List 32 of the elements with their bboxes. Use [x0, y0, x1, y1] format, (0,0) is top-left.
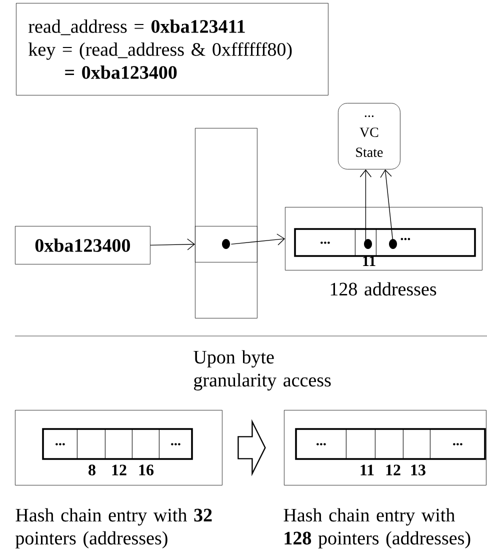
- arrow: [150, 238, 195, 250]
- pointer-cell: ...: [296, 429, 346, 460]
- pointer-cell: [105, 429, 132, 460]
- formula-box: read_address = 0xba123411 key = (read_address & 0xffffff80) = 0xba123400: [16, 3, 328, 96]
- index-number: 16: [139, 464, 154, 476]
- node-label: 128 addresses: [330, 282, 436, 296]
- block-arrow: [238, 419, 266, 476]
- pointer-cell: ...: [159, 429, 192, 460]
- state-box: ... VC State: [338, 103, 400, 170]
- pointer-cell: ...: [376, 229, 476, 256]
- pointer-cell: [132, 429, 160, 460]
- pointer-cell: [77, 429, 106, 460]
- key-box: 0xba123400: [15, 226, 150, 264]
- index-number: 13: [411, 464, 426, 476]
- index-number: 12: [386, 464, 400, 476]
- index-number: 12: [112, 464, 126, 476]
- pointer-cell: [346, 429, 376, 460]
- pointer-cell: [403, 429, 430, 460]
- index-number: 11: [363, 256, 376, 266]
- node-label: Hash chain entry with 32 pointers (addresses): [16, 508, 212, 548]
- pointer-cell: [355, 229, 376, 256]
- index-number: 8: [88, 464, 96, 476]
- note-text: Upon byte granularity access: [194, 350, 331, 390]
- pointer-cell: ...: [43, 429, 78, 460]
- pointer-cell: ...: [295, 229, 356, 256]
- node-label: Hash chain entry with 128 pointers (addresses): [284, 508, 470, 548]
- pointer-cell: [375, 429, 404, 460]
- slot-box: [195, 226, 258, 262]
- pointer-cell: ...: [430, 429, 486, 460]
- arrow: [360, 169, 372, 244]
- arrow: [230, 234, 285, 246]
- index-number: 11: [360, 464, 374, 476]
